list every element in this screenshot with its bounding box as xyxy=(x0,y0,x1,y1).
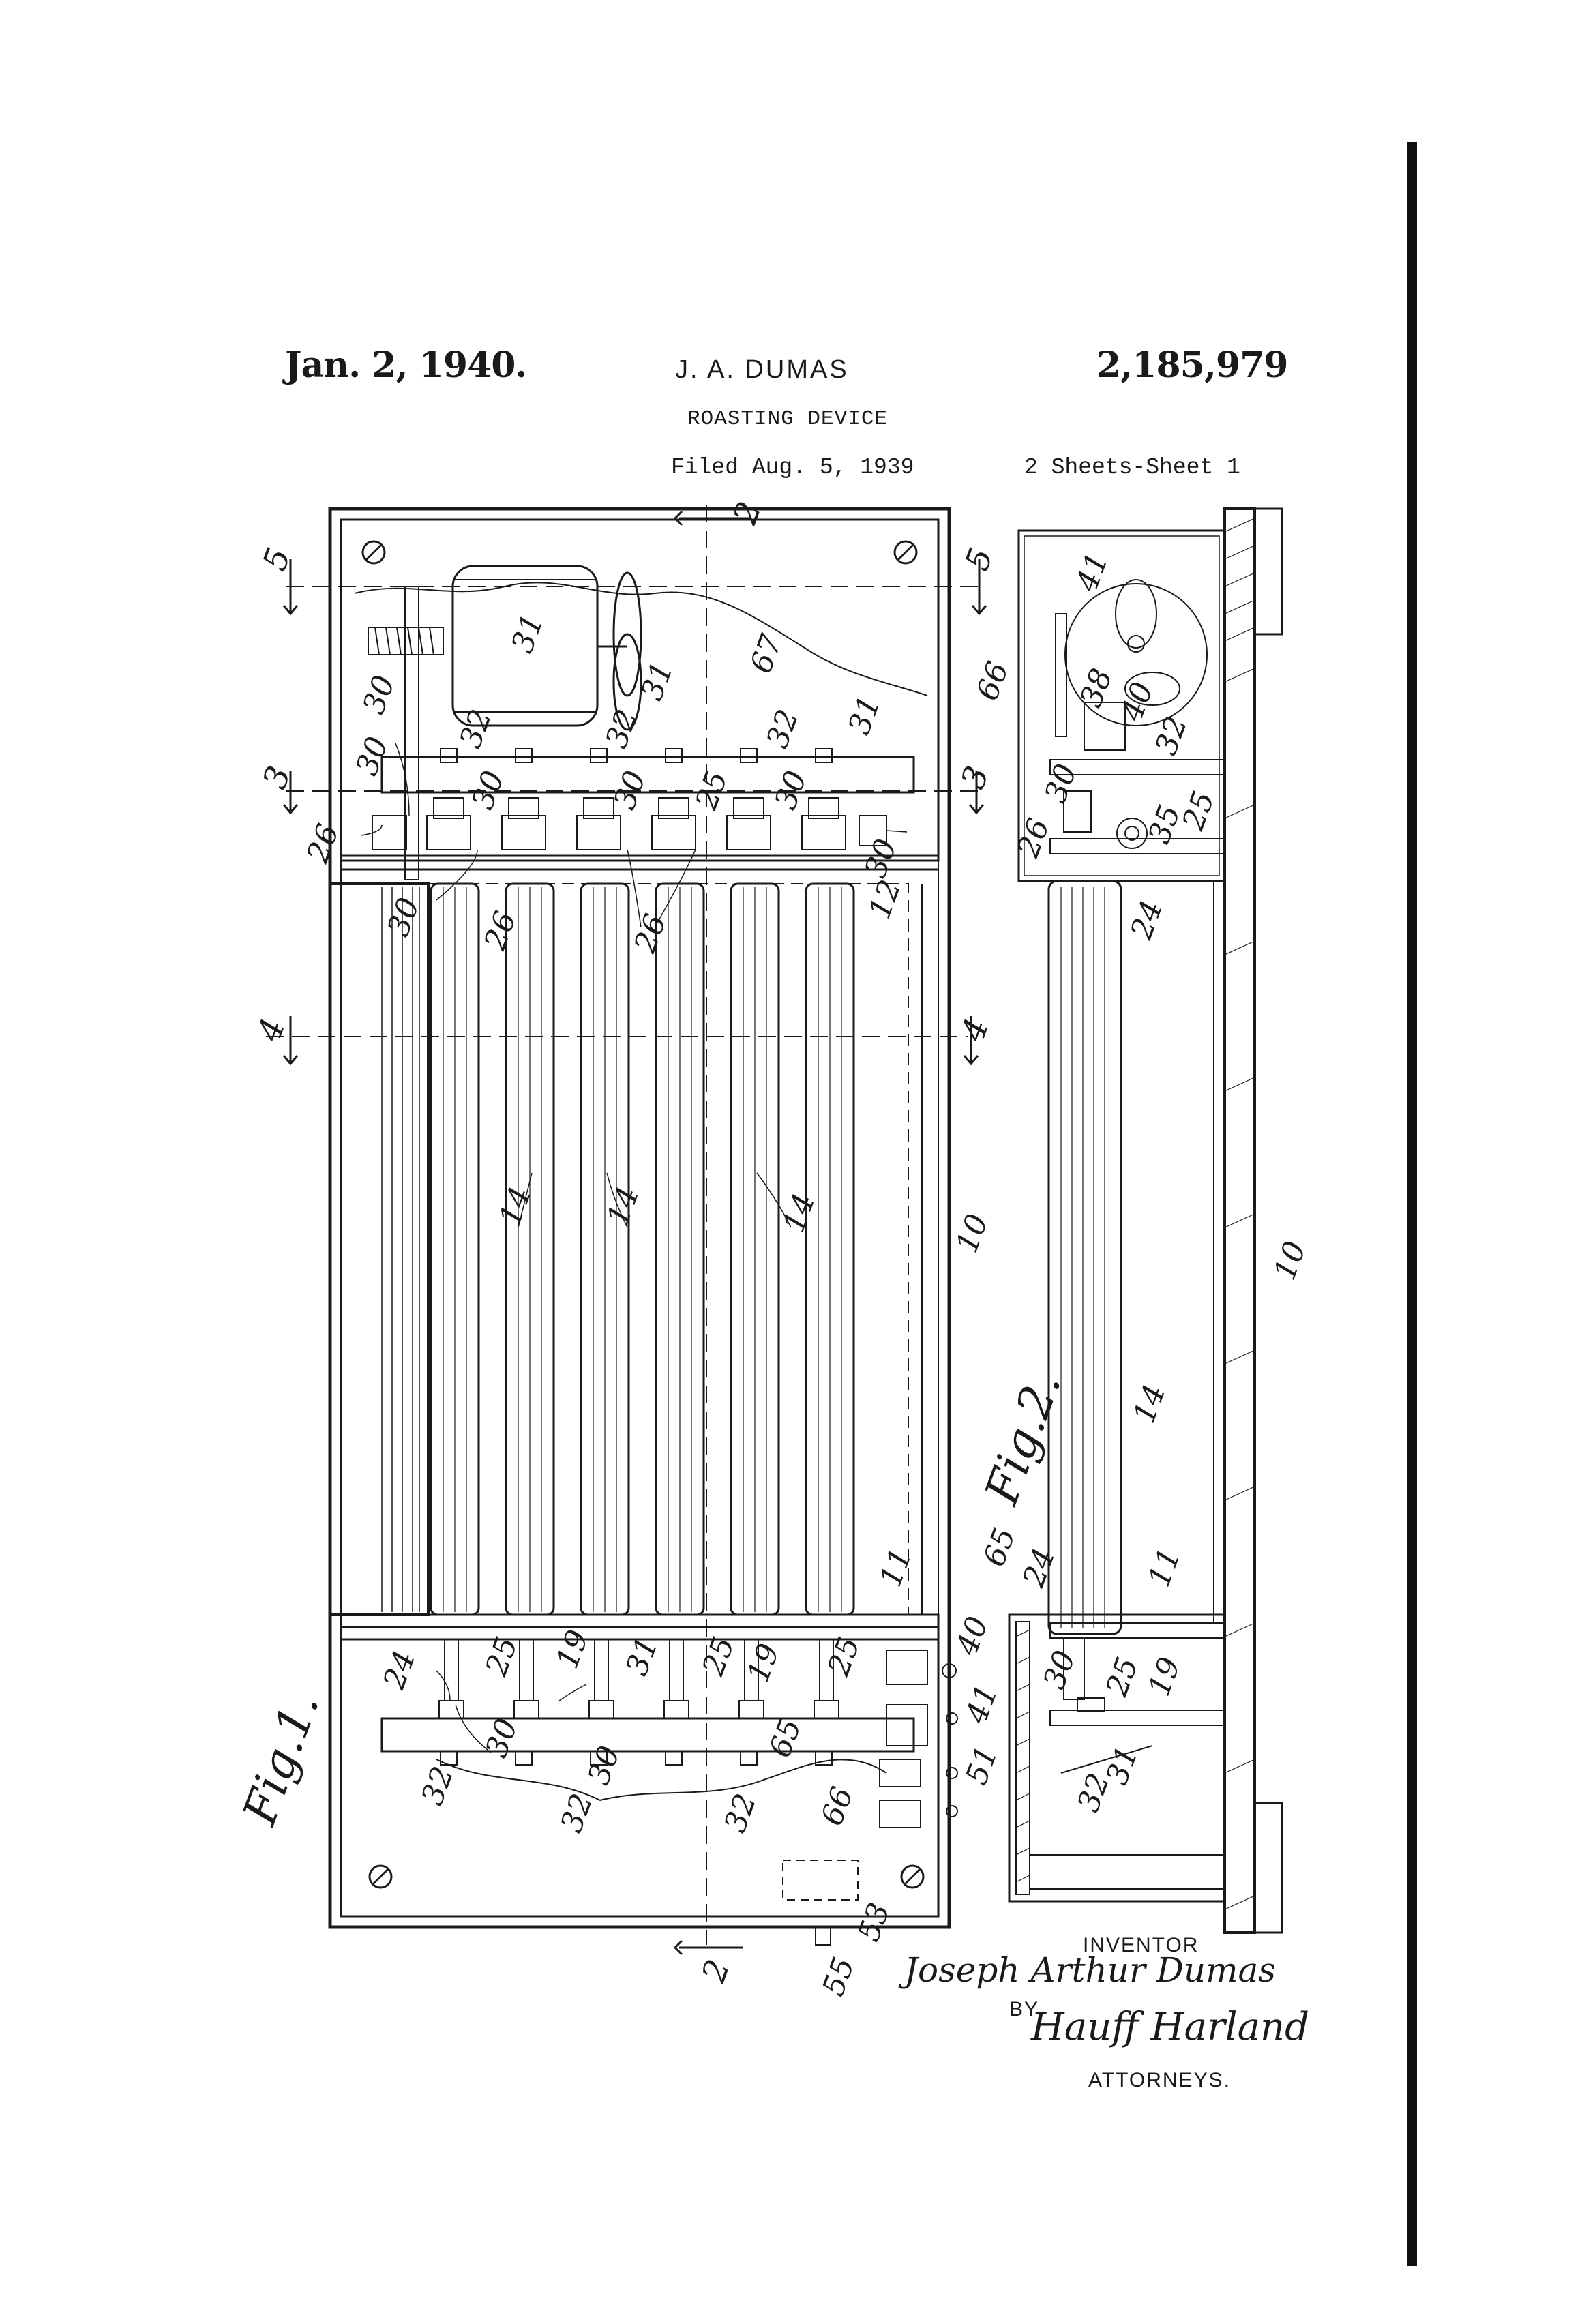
ref-62: 55 xyxy=(816,1953,861,2001)
ref-55: 51 xyxy=(959,1742,1004,1789)
fig2-ref-38: 38 xyxy=(1073,664,1119,712)
patent-number: 2,185,979 xyxy=(1096,344,1288,386)
inventor-label: INVENTOR xyxy=(1083,1934,1199,1956)
ref-14-a: 14 xyxy=(492,1182,538,1230)
ref-59: 53 xyxy=(851,1898,897,1946)
section-3-right: 3 xyxy=(954,761,997,794)
ref-30-19: 19 xyxy=(741,1639,786,1687)
fig2-ref-11: 11 xyxy=(1141,1544,1187,1592)
sheet-count: 2 Sheets-Sheet 1 xyxy=(1024,455,1240,480)
ref-38: 30 xyxy=(356,671,402,719)
fig2-ref-25: 25 xyxy=(1176,787,1221,835)
ref-14-b: 14 xyxy=(600,1182,646,1230)
section-5-right: 5 xyxy=(958,543,1001,576)
section-4-right: 4 xyxy=(953,1013,996,1047)
fig2-ref-25-b: 25 xyxy=(1099,1653,1145,1701)
ref-41: 31 xyxy=(634,657,680,705)
fig2-ref-24-top: 24 xyxy=(1124,896,1169,944)
ref-30-e: 30 xyxy=(581,1742,627,1789)
ref-36-right: 30 xyxy=(858,835,904,882)
fig2-ref-32: 32 xyxy=(1148,712,1194,760)
figure-1-drawing xyxy=(266,505,987,1956)
ref-26-a: 26 xyxy=(477,907,523,955)
fig2-ref-24-bottom: 24 xyxy=(1016,1544,1062,1592)
ref-32-d: 32 xyxy=(415,1762,460,1810)
ref-26-b: 26 xyxy=(627,910,673,958)
fig2-ref-65: 65 xyxy=(976,1523,1022,1571)
ref-12: 12 xyxy=(862,876,908,923)
fig2-ref-26: 26 xyxy=(1011,814,1056,863)
fig2-ref-30-b: 30 xyxy=(1036,1646,1082,1694)
ref-32-f: 32 xyxy=(717,1789,763,1837)
ref-53: 41 xyxy=(959,1680,1004,1729)
ref-66: 67 xyxy=(743,630,789,678)
ref-30-a: 30 xyxy=(465,766,511,814)
fig2-ref-10: 10 xyxy=(1267,1237,1313,1285)
ref-25-top: 25 xyxy=(689,766,734,815)
ref-35: 26 xyxy=(300,820,346,868)
ref-40: 31 xyxy=(505,610,550,657)
ref-51: 40 xyxy=(949,1612,995,1660)
figure-1-label: Fig.1. xyxy=(233,1686,330,1833)
patent-date: Jan. 2, 1940. xyxy=(285,344,528,386)
ref-19-a: 19 xyxy=(550,1626,595,1673)
ref-11: 11 xyxy=(873,1544,919,1592)
fig2-ref-40: 40 xyxy=(1114,678,1160,726)
ref-36-left: 30 xyxy=(349,732,395,780)
ref-10: 10 xyxy=(949,1210,995,1257)
ref-24: 24 xyxy=(376,1646,422,1695)
ref-65: 65 xyxy=(762,1714,808,1762)
section-3-left: 3 xyxy=(256,761,299,794)
page-border-line xyxy=(1407,142,1417,2266)
fig2-ref-14: 14 xyxy=(1126,1380,1172,1428)
ref-67: 66 xyxy=(814,1783,860,1830)
fig2-ref-66: 66 xyxy=(970,657,1015,705)
inventor-header: J. A. DUMAS xyxy=(675,355,849,384)
ref-30-d: 30 xyxy=(479,1714,524,1762)
fig2-reference-numerals: 66 41 38 40 32 30 35 25 26 24 14 10 11 6… xyxy=(970,548,1313,1817)
fig2-ref-19: 19 xyxy=(1141,1653,1187,1701)
invention-title: ROASTING DEVICE xyxy=(687,407,889,431)
ref-30-c: 30 xyxy=(768,766,814,814)
ref-31-top: 31 xyxy=(841,691,887,739)
figure-2-label: Fig.2. xyxy=(974,1365,1072,1513)
section-2-top: 2 xyxy=(726,496,768,530)
attorneys-label: ATTORNEYS. xyxy=(1088,2069,1231,2091)
section-5-left: 5 xyxy=(256,543,299,576)
section-2-bottom: 2 xyxy=(694,1954,737,1988)
filed-date: Filed Aug. 5, 1939 xyxy=(671,455,914,480)
ref-32-c: 32 xyxy=(760,705,805,753)
fig2-ref-30: 30 xyxy=(1038,760,1084,807)
ref-14-c: 14 xyxy=(776,1189,822,1237)
figure-2-drawing xyxy=(1008,507,1283,1934)
by-label: BY xyxy=(1009,1998,1040,2021)
inventor-signature: Joseph Arthur Dumas xyxy=(904,1950,1276,1990)
attorney-signature: Hauff Harland xyxy=(1031,2005,1309,2049)
section-4-left: 4 xyxy=(250,1013,293,1047)
